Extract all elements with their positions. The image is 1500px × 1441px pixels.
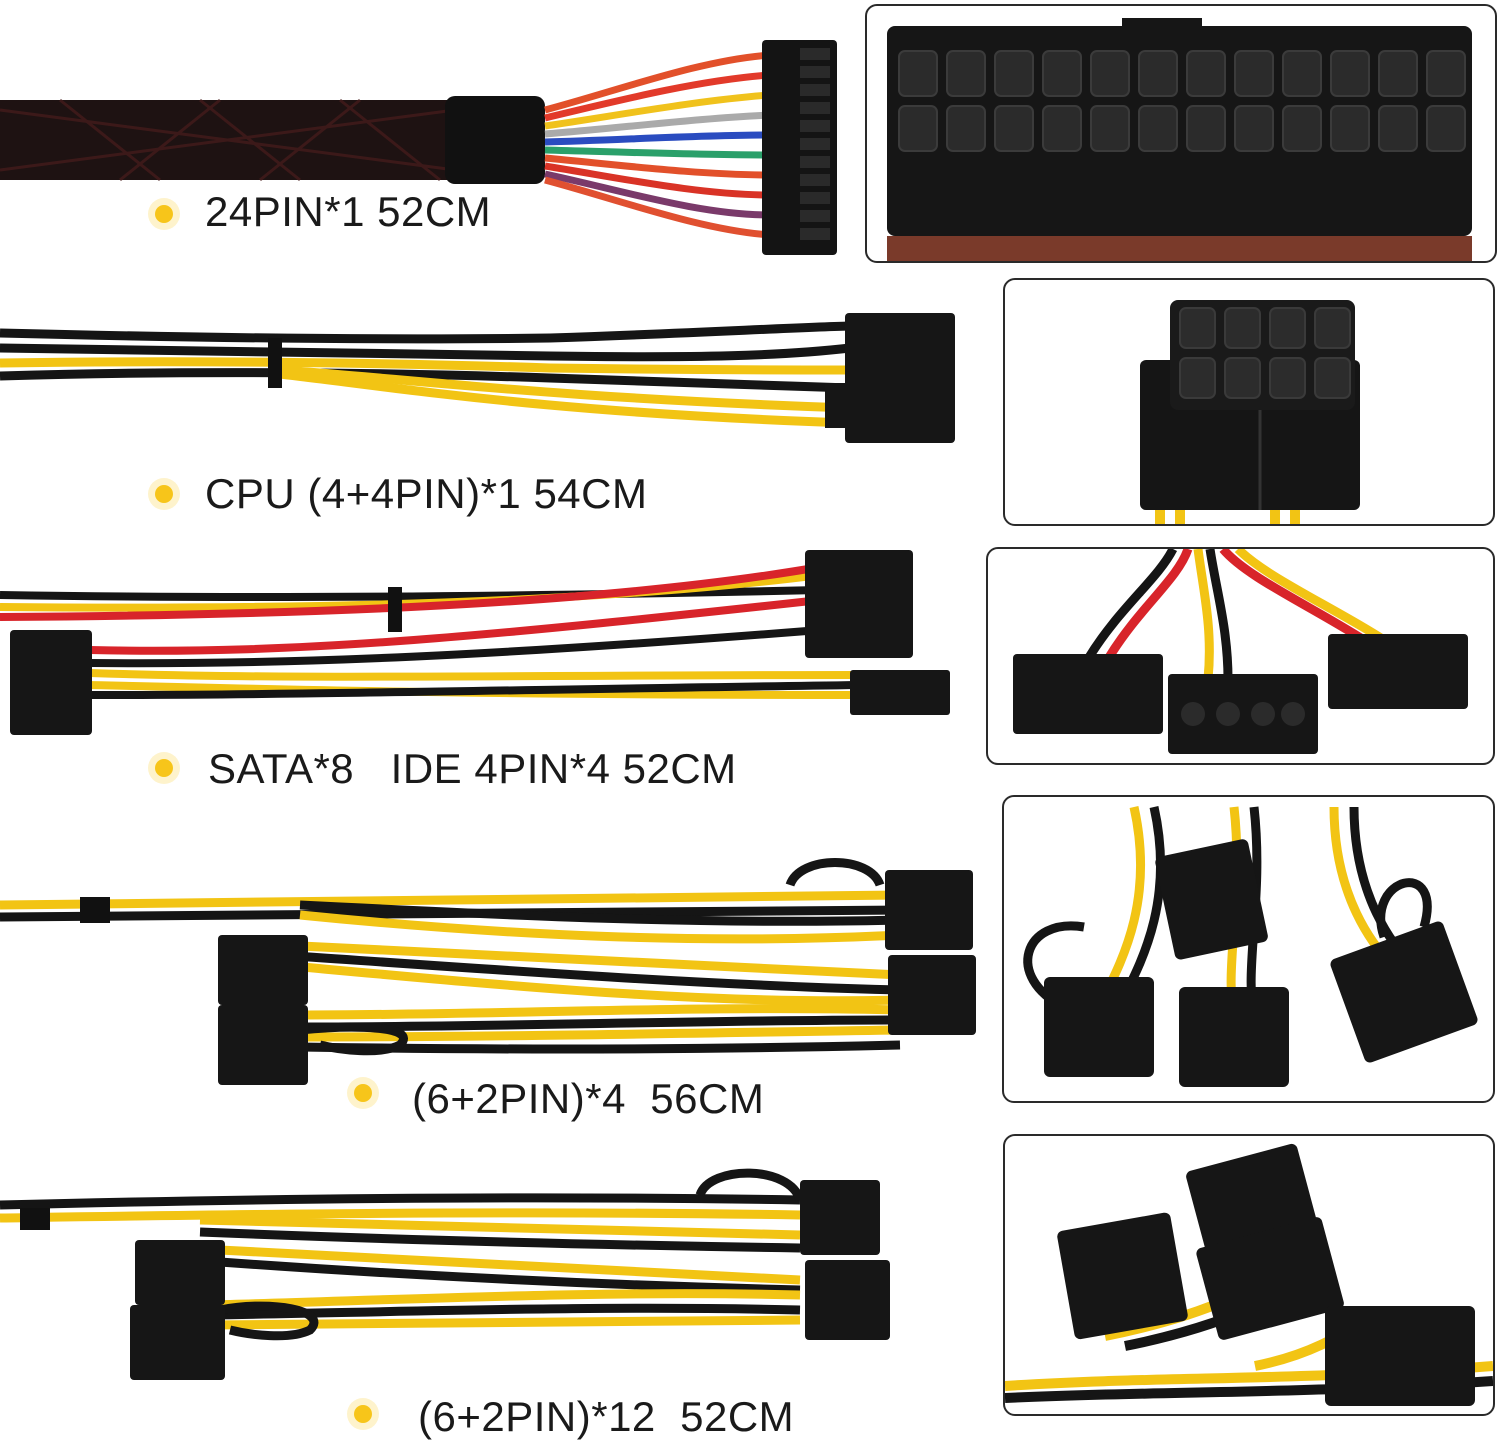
connector-pin bbox=[1378, 50, 1418, 97]
connector-pin bbox=[898, 105, 938, 152]
connector-pin bbox=[1330, 105, 1370, 152]
bullet-icon bbox=[148, 478, 180, 510]
connector-pin bbox=[994, 50, 1034, 97]
connector-pin bbox=[1282, 50, 1322, 97]
atx24-cable-image bbox=[0, 40, 837, 255]
connector-pin bbox=[1234, 105, 1274, 152]
connector-pin bbox=[1042, 105, 1082, 152]
bullet-icon bbox=[347, 1398, 379, 1430]
connector-pin bbox=[1378, 105, 1418, 152]
bullet-icon bbox=[148, 198, 180, 230]
cable-label-cpu: CPU (4+4PIN)*1 54CM bbox=[205, 470, 648, 517]
connector-pin bbox=[1138, 105, 1178, 152]
sata-cable-image bbox=[0, 550, 950, 735]
connector-pin bbox=[1330, 50, 1370, 97]
cable-row-pcie12: (6+2PIN)*12 52CM bbox=[0, 1134, 1500, 1440]
sata-connector-closeup bbox=[1013, 549, 1468, 754]
cable-row-cpu: CPU (4+4PIN)*1 54CM bbox=[0, 278, 1500, 538]
connector-pin bbox=[1138, 50, 1178, 97]
connector-pin bbox=[898, 50, 938, 97]
pcie12-cable-image bbox=[0, 1168, 890, 1380]
connector-pin bbox=[1186, 105, 1226, 152]
cable-label-pcie4: (6+2PIN)*4 56CM bbox=[412, 1075, 765, 1122]
bullet-icon bbox=[148, 752, 180, 784]
connector-pin bbox=[1426, 105, 1466, 152]
pcie4-connector-closeup bbox=[1023, 806, 1478, 1087]
connector-pin bbox=[1426, 50, 1466, 97]
cpu-connector-closeup bbox=[1140, 300, 1360, 524]
cable-label-sata: SATA*8 IDE 4PIN*4 52CM bbox=[208, 745, 737, 792]
cable-row-atx24: 24PIN*1 52CM bbox=[0, 0, 1500, 270]
cable-label-atx24: 24PIN*1 52CM bbox=[205, 188, 492, 235]
cable-row-sata: SATA*8 IDE 4PIN*4 52CM bbox=[0, 545, 1500, 800]
cable-label-pcie12: (6+2PIN)*12 52CM bbox=[418, 1393, 795, 1440]
atx24-closeup-panel bbox=[865, 4, 1497, 263]
pcie12-closeup-panel bbox=[1003, 1134, 1495, 1416]
connector-pin bbox=[1186, 50, 1226, 97]
pcie12-connector-closeup bbox=[1005, 1143, 1493, 1406]
sata-closeup-panel bbox=[986, 547, 1495, 765]
cpu-closeup-panel bbox=[1003, 278, 1495, 526]
cable-row-pcie4: (6+2PIN)*4 56CM bbox=[0, 795, 1500, 1135]
connector-pin bbox=[1090, 50, 1130, 97]
connector-pin bbox=[1282, 105, 1322, 152]
connector-pin bbox=[1234, 50, 1274, 97]
connector-pin bbox=[1042, 50, 1082, 97]
connector-pin bbox=[1090, 105, 1130, 152]
bullet-icon bbox=[347, 1077, 379, 1109]
connector-pin bbox=[994, 105, 1034, 152]
pcie4-cable-image bbox=[0, 858, 976, 1085]
cpu-cable-image bbox=[0, 313, 955, 443]
pcie4-closeup-panel bbox=[1002, 795, 1495, 1103]
connector-pin bbox=[946, 50, 986, 97]
atx24-connector-closeup bbox=[887, 18, 1472, 261]
connector-pin bbox=[946, 105, 986, 152]
